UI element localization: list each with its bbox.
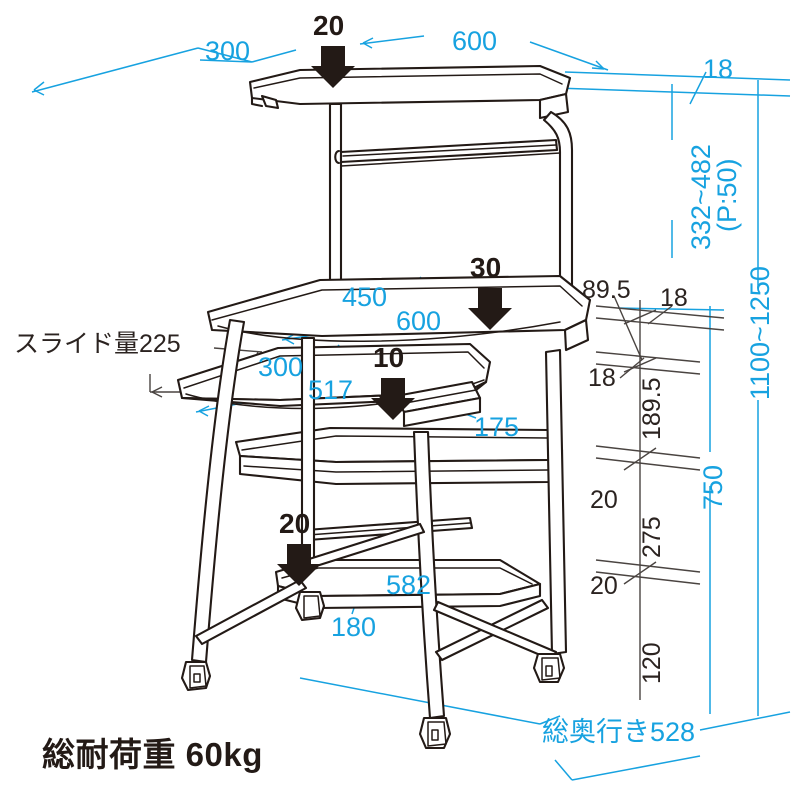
dim-slide-tray-width: 517: [308, 375, 354, 405]
load-label-bottom-shelf: 20: [279, 508, 311, 539]
dim-top-shelf-thickness: 18: [703, 54, 734, 84]
load-arrow-top-shelf: [311, 46, 355, 88]
load-label-top-shelf: 20: [313, 10, 345, 41]
load-arrow-main-desk: [468, 288, 512, 330]
load-label-main-desk: 30: [470, 252, 502, 283]
dim-desk-height: 750: [698, 464, 728, 510]
total-load-capacity: 総耐荷重 60kg: [42, 736, 263, 773]
legs-and-casters: [180, 318, 568, 750]
dim-shelf-gap-275: 275: [638, 516, 666, 558]
dim-tray-rail-depth: 175: [474, 412, 520, 442]
dim-main-desk-width: 600: [396, 306, 442, 336]
load-arrow-bottom-shelf: [277, 544, 321, 586]
dim-gap-89-5: 89.5: [582, 276, 631, 304]
middle-shelf: [234, 426, 564, 486]
bottom-shelf: [274, 558, 542, 610]
dim-shelf-20-upper: 20: [590, 486, 618, 514]
dim-top-shelf-depth: 300: [205, 36, 251, 66]
dim-bottom-shelf-depth: 180: [331, 612, 377, 642]
load-arrow-slide-tray: [371, 378, 415, 420]
dim-overall-depth: 総奥行き528: [542, 717, 696, 747]
dim-panel-18-upper: 18: [660, 284, 688, 312]
dim-top-shelf-width: 600: [452, 26, 498, 56]
dim-shelf-gap-120: 120: [638, 642, 666, 684]
dim-panel-18-lower: 18: [588, 364, 616, 392]
dim-slide-amount: スライド量225: [14, 330, 181, 358]
dim-upper-clearance-group: 332~482 (P:50): [686, 144, 742, 250]
load-arrows: [277, 46, 512, 586]
dim-shelf-20-lower: 20: [590, 572, 618, 600]
dim-shelf-gap-189-5: 189.5: [638, 377, 666, 440]
load-label-slide-tray: 10: [373, 342, 405, 373]
dim-bottom-shelf-width: 582: [386, 570, 432, 600]
dim-slide-tray-depth: 300: [258, 352, 304, 382]
dim-overall-height: 1100~1250: [745, 266, 775, 400]
top-shelf: [248, 64, 572, 120]
dim-upper-clearance: 332~482: [686, 144, 716, 250]
dim-upper-clearance-pitch: (P:50): [712, 158, 742, 232]
frame-uprights: [328, 102, 574, 332]
dim-main-desk-depth: 450: [342, 282, 388, 312]
